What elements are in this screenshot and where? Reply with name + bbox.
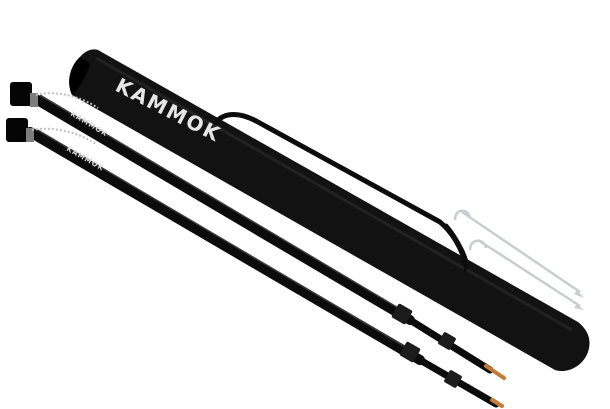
pole-shaft [29,93,415,325]
pole-strap [31,127,97,145]
pole-strap [35,92,99,109]
pole-tip [484,364,506,380]
pole-collar [30,93,38,107]
bag-body [69,49,590,372]
pole-lock [438,332,456,350]
pole-grip [6,118,28,142]
pole-collar [26,128,34,142]
pole-lock [444,370,462,388]
pole-grip [10,82,32,106]
bag-end-cap [69,57,90,95]
trekking-pole: KAMMOK [10,82,506,380]
stake [468,238,584,310]
bag-highlight [95,56,573,332]
pole-lock [391,303,413,325]
pole-tip [490,398,504,408]
pole-shaft [25,127,425,365]
pole-highlight [35,128,415,353]
bag-strap [213,112,469,274]
pole-highlight [39,94,406,313]
stake [453,209,584,298]
carry-bag: KAMMOK [69,49,590,372]
pole-lock [399,341,421,363]
tent-stakes [453,209,584,310]
